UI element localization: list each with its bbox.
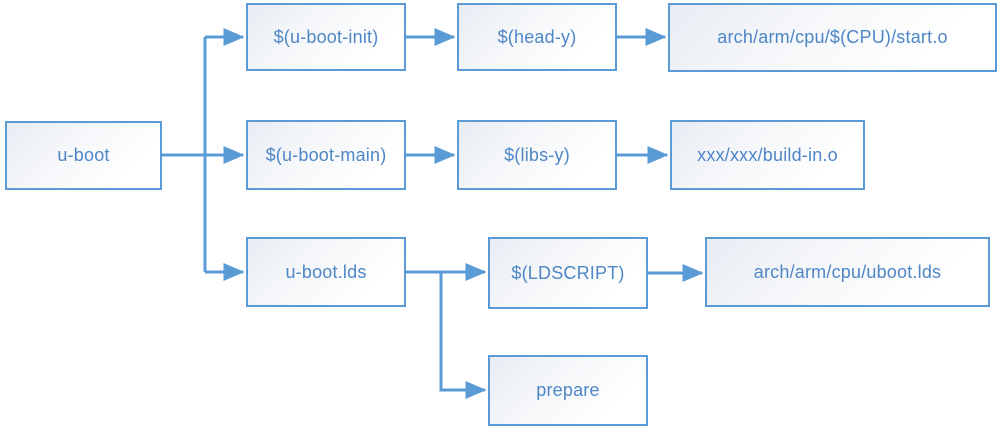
node-u-boot-init-label: $(u-boot-init): [273, 26, 379, 47]
node-head-y: $(head-y): [457, 3, 617, 71]
node-build-in-o: xxx/xxx/build-in.o: [670, 120, 865, 190]
node-u-boot-main-label: $(u-boot-main): [265, 144, 387, 165]
node-head-y-label: $(head-y): [497, 26, 577, 47]
node-libs-y: $(libs-y): [457, 120, 617, 190]
node-ldscript: $(LDSCRIPT): [488, 237, 648, 309]
node-ldscript-label: $(LDSCRIPT): [511, 262, 625, 283]
node-u-boot: u-boot: [5, 121, 162, 190]
node-u-boot-lds-label: u-boot.lds: [285, 261, 367, 282]
node-u-boot-label: u-boot: [57, 145, 110, 165]
node-uboot-lds-file: arch/arm/cpu/uboot.lds: [705, 237, 990, 307]
node-build-in-o-label: xxx/xxx/build-in.o: [697, 144, 838, 165]
node-prepare-label: prepare: [536, 380, 600, 400]
node-u-boot-lds: u-boot.lds: [246, 237, 406, 307]
node-start-o-label: arch/arm/cpu/$(CPU)/start.o: [717, 27, 948, 47]
node-prepare: prepare: [488, 355, 648, 426]
node-start-o: arch/arm/cpu/$(CPU)/start.o: [668, 3, 997, 72]
node-u-boot-init: $(u-boot-init): [246, 3, 406, 71]
node-u-boot-main: $(u-boot-main): [246, 120, 406, 190]
node-uboot-lds-file-label: arch/arm/cpu/uboot.lds: [753, 261, 942, 282]
connector-u-boot-lds-to-prepare: [439, 272, 487, 399]
node-libs-y-label: $(libs-y): [504, 144, 570, 165]
